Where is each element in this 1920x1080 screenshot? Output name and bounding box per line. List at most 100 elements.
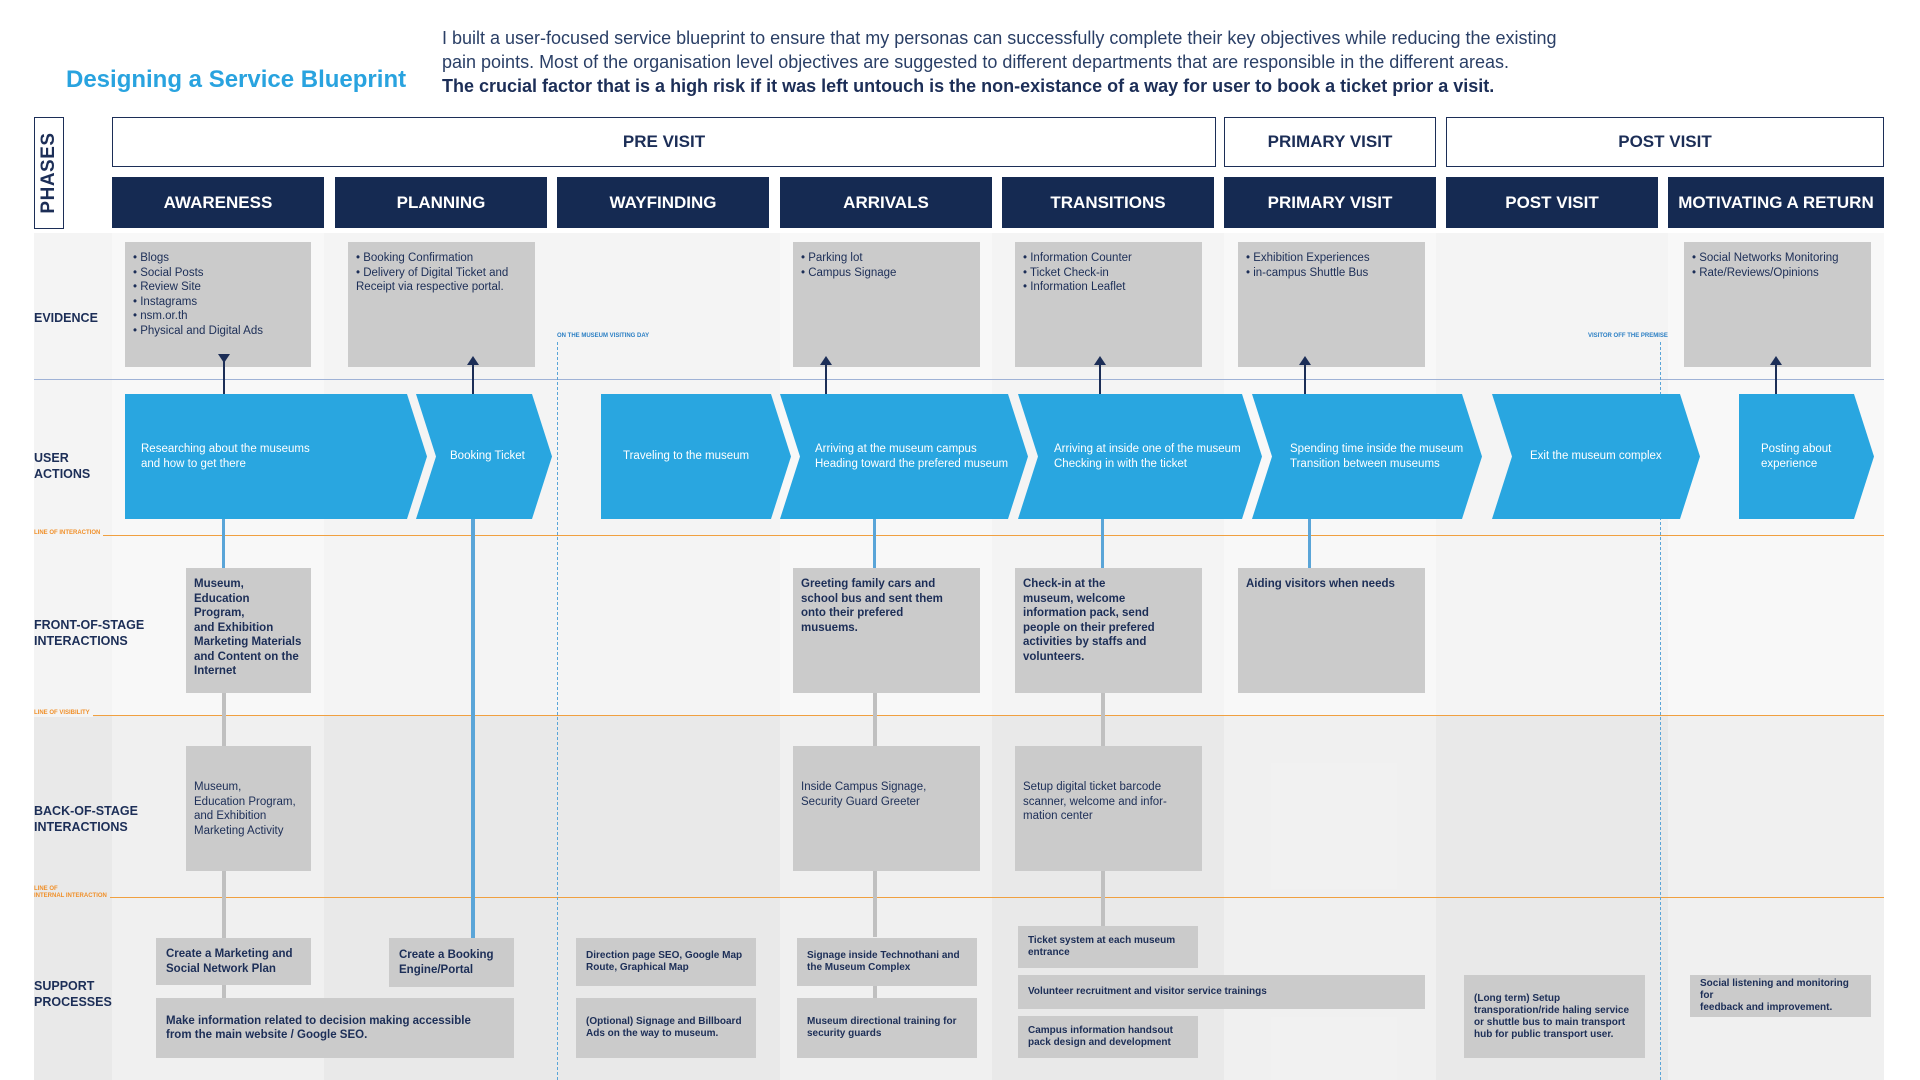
evidence-card-awareness: BlogsSocial PostsReview SiteInstagramsns… [125,242,311,367]
arrow-line [1304,364,1306,402]
chevron-shape [601,394,791,519]
evidence-item: Blogs [133,251,303,266]
intro-line-1: I built a user-focused service blueprint… [442,28,1557,48]
chevron-shape [1492,394,1700,519]
support-decision-info: Make information related to decision mak… [156,998,514,1058]
row-label-front-stage: FRONT-OF-STAGE INTERACTIONS [34,618,145,648]
stage-awareness: AWARENESS [112,177,324,228]
front-card-primary: Aiding visitors when needs [1238,568,1425,693]
connector [1101,871,1105,926]
action-arrivals: Arriving at the museum campus Heading to… [780,394,1028,519]
row-label-back-stage: BACK-OF-STAGE INTERACTIONS [34,804,138,834]
evidence-item: nsm.or.th [133,309,303,324]
support-signage-inside: Signage inside Technothani and the Museu… [797,938,977,986]
evidence-list: Social Networks MonitoringRate/Reviews/O… [1692,251,1863,280]
line-of-interaction-label: LINE OF INTERACTION [34,530,104,537]
stage-planning: PLANNING [335,177,547,228]
evidence-item: Review Site [133,280,303,295]
evidence-item: Delivery of Digital Ticket and Receipt v… [356,266,527,295]
back-card-transitions: Setup digital ticket barcode scanner, we… [1015,746,1202,871]
evidence-card-motivating: Social Networks MonitoringRate/Reviews/O… [1684,242,1871,367]
action-wayfinding: Traveling to the museum [601,394,791,519]
chevron-shape [1018,394,1262,519]
row-label-user-actions: USER ACTIONS [34,451,91,481]
connector [222,693,226,746]
phase-primary-visit: PRIMARY VISIT [1224,117,1436,167]
evidence-item: Exhibition Experiences [1246,251,1417,266]
phase-post-visit: POST VISIT [1446,117,1884,167]
action-transitions: Arriving at inside one of the museum Che… [1018,394,1262,519]
support-handsout: Campus information handsout pack design … [1018,1016,1198,1058]
row-label-support: SUPPORT PROCESSES [34,979,112,1009]
evidence-card-planning: Booking ConfirmationDelivery of Digital … [348,242,535,367]
connector [1101,518,1104,568]
row-label-evidence: EVIDENCE [34,311,98,325]
evidence-divider [34,379,1884,380]
arrow-up-icon [820,356,832,365]
connector [873,518,876,568]
connector [1308,518,1311,568]
front-card-awareness: Museum, Education Program, and Exhibitio… [186,568,311,693]
connector [222,871,226,938]
phase-pre-visit: PRE VISIT [112,117,1216,167]
connector [1101,693,1105,746]
arrow-line [1775,364,1777,402]
evidence-list: Exhibition Experiencesin-campus Shuttle … [1246,251,1417,280]
front-card-transitions: Check-in at the museum, welcome informat… [1015,568,1202,693]
evidence-item: Social Posts [133,266,303,281]
intro-line-2: pain points. Most of the organisation le… [442,52,1509,72]
back-card-arrivals: Inside Campus Signage, Security Guard Gr… [793,746,980,871]
action-primary: Spending time inside the museum Transiti… [1252,394,1482,519]
arrow-line [472,364,474,402]
action-post-visit: Exit the museum complex [1492,394,1700,519]
evidence-item: Social Networks Monitoring [1692,251,1863,266]
action-text: Booking Ticket [450,450,525,462]
line-of-visibility-label: LINE OF VISIBILITY [34,710,93,717]
stage-arrivals: ARRIVALS [780,177,992,228]
arrow-line [1099,364,1101,402]
evidence-item: Ticket Check-in [1023,266,1194,281]
evidence-item: Campus Signage [801,266,972,281]
evidence-item: Parking lot [801,251,972,266]
arrow-line [825,364,827,402]
evidence-card-primary: Exhibition Experiencesin-campus Shuttle … [1238,242,1425,367]
stage-transitions: TRANSITIONS [1002,177,1214,228]
support-direction-seo: Direction page SEO, Google Map Route, Gr… [576,938,756,986]
evidence-card-transitions: Information CounterTicket Check-inInform… [1015,242,1202,367]
off-premise-marker-label: VISITOR OFF THE PREMISE [1588,333,1668,339]
line-of-visibility [34,715,1884,716]
visit-day-marker-line [557,342,558,1080]
action-text: Posting about experience [1761,442,1832,470]
evidence-item: Information Leaflet [1023,280,1194,295]
connector-booking [471,518,475,938]
action-text: Exit the museum complex [1530,450,1662,462]
chevron-shape [416,394,552,519]
support-booking-engine: Create a Booking Engine/Portal [389,938,514,987]
stage-wayfinding: WAYFINDING [557,177,769,228]
off-premise-marker-line [1660,342,1661,1080]
stage-post-visit: POST VISIT [1446,177,1658,228]
phases-label: PHASES [34,117,64,229]
line-of-internal-interaction [34,897,1884,898]
chevron-shape [125,394,427,519]
evidence-item: Instagrams [133,295,303,310]
evidence-item: Rate/Reviews/Opinions [1692,266,1863,281]
arrow-up-icon [467,356,479,365]
action-text: Arriving at inside one of the museum Che… [1054,442,1241,470]
line-of-interaction [34,535,1884,536]
stage-primary-visit: PRIMARY VISIT [1224,177,1436,228]
action-text: Spending time inside the museum Transiti… [1290,442,1464,470]
arrow-up-icon [1770,356,1782,365]
page-title: Designing a Service Blueprint [66,66,407,93]
stage-motivating-return: MOTIVATING A RETURN [1668,177,1884,228]
action-text: Arriving at the museum campus Heading to… [815,442,1009,470]
intro-text: I built a user-focused service blueprint… [442,26,1742,98]
action-awareness: Researching about the museums and how to… [125,394,427,519]
intro-highlight: The crucial factor that is a high risk i… [442,76,1495,96]
evidence-list: BlogsSocial PostsReview SiteInstagramsns… [133,251,303,338]
evidence-item: in-campus Shuttle Bus [1246,266,1417,281]
front-card-arrivals: Greeting family cars and school bus and … [793,568,980,693]
connector [873,984,877,998]
support-ticket-system: Ticket system at each museum entrance [1018,926,1198,968]
connector [222,518,225,568]
